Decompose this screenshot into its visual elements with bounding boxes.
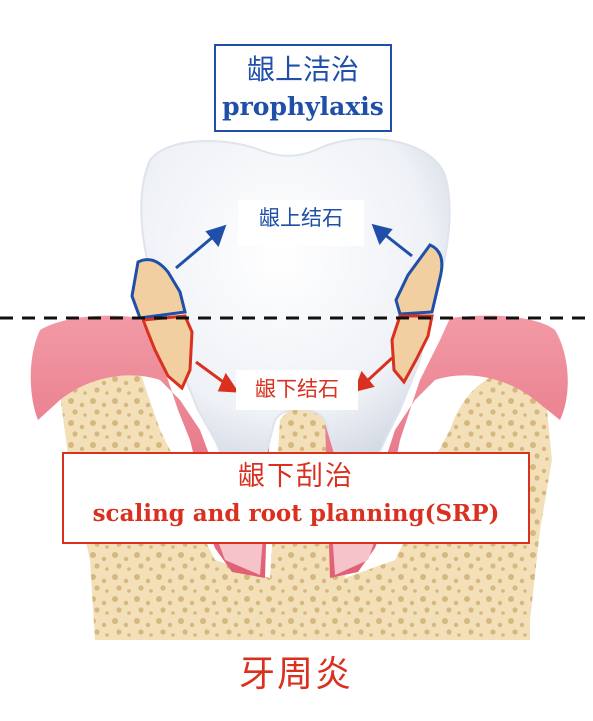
srp-title-cn: 龈下刮治	[238, 461, 354, 492]
arrow-supra-left	[175, 224, 227, 270]
subgingival-calculus-label: 龈下结石	[236, 370, 358, 410]
supragingival-calculus-left	[130, 258, 187, 320]
prophylaxis-title-en: prophylaxis	[222, 92, 384, 121]
prophylaxis-box: 龈上洁治 prophylaxis	[214, 44, 392, 132]
arrow-supra-right	[371, 223, 413, 258]
arrow-sub-left	[195, 360, 239, 393]
srp-box: 龈下刮治 scaling and root planning(SRP)	[62, 452, 530, 544]
subgingival-calculus-right	[390, 314, 434, 385]
supragingival-calculus-label: 龈上结石	[238, 200, 364, 246]
disease-label: 牙周炎	[238, 654, 353, 695]
prophylaxis-title-cn: 龈上洁治	[246, 53, 359, 86]
arrow-sub-right	[353, 356, 394, 393]
supragingival-calculus-right	[394, 243, 444, 316]
srp-title-en: scaling and root planning(SRP)	[92, 500, 500, 527]
